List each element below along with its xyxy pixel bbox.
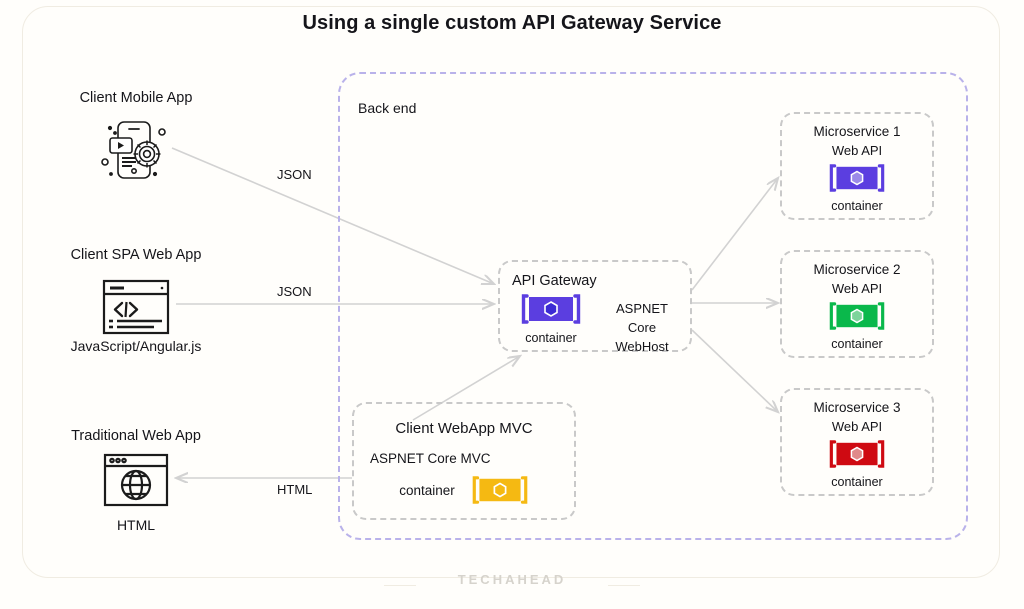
browser-code-icon: [100, 278, 172, 341]
microservice-1-title: Microservice 1: [813, 124, 901, 139]
backend-label: Back end: [358, 100, 417, 116]
browser-globe-icon: [101, 452, 171, 515]
api-gateway-runtime-line2: WebHost: [615, 338, 669, 354]
microservice-3-subtitle: Web API: [831, 418, 883, 434]
microservice-1-box[interactable]: Microservice 1 Web API container: [780, 112, 934, 220]
edge-label-mobile-json: JSON: [277, 167, 312, 182]
api-gateway-container-label: container: [525, 331, 577, 346]
microservice-3-container-label: container: [831, 475, 883, 490]
page-frame-border: [22, 6, 1000, 578]
microservice-2-subtitle: Web API: [831, 280, 883, 296]
client-webapp-mvc-title: Client WebApp MVC: [395, 420, 533, 437]
backend-boundary: [338, 72, 968, 540]
watermark-rule-right: [608, 585, 640, 586]
microservice-1-container-label: container: [831, 199, 883, 214]
container-icon-mvc: [471, 474, 529, 506]
client-spa-web-app-title: Client SPA Web App: [70, 247, 202, 263]
microservice-2-container-label: container: [831, 337, 883, 352]
edge-label-spa-json: JSON: [277, 284, 312, 299]
edge-label-html: HTML: [277, 482, 313, 497]
api-gateway-runtime-line1: ASPNET Core: [615, 301, 668, 335]
container-icon-microservice-1: [828, 164, 886, 193]
client-mobile-app-title: Client Mobile App: [79, 90, 193, 106]
container-icon-gateway: [520, 294, 582, 324]
client-spa-web-app-caption: JavaScript/Angular.js: [70, 338, 202, 354]
container-icon-microservice-2: [828, 302, 886, 331]
microservice-1-subtitle: Web API: [831, 142, 883, 158]
watermark-techahead: TECHAHEAD: [457, 572, 567, 587]
page-title: Using a single custom API Gateway Servic…: [302, 12, 722, 34]
traditional-web-app-title: Traditional Web App: [71, 428, 201, 444]
microservice-2-box[interactable]: Microservice 2 Web API container: [780, 250, 934, 358]
microservice-3-box[interactable]: Microservice 3 Web API container: [780, 388, 934, 496]
container-icon-microservice-3: [828, 440, 886, 469]
microservice-2-title: Microservice 2: [813, 262, 901, 277]
client-webapp-mvc-box[interactable]: Client WebApp MVC ASPNET Core MVC contai…: [352, 402, 576, 520]
microservice-3-title: Microservice 3: [813, 400, 901, 415]
client-webapp-mvc-subtitle: ASPNET Core MVC: [370, 450, 491, 466]
traditional-web-app-caption: HTML: [116, 517, 156, 533]
api-gateway-box[interactable]: API Gateway container ASPNET Core: [498, 260, 692, 354]
api-gateway-title: API Gateway: [512, 273, 597, 289]
mobile-phone-gear-icon: [96, 114, 176, 191]
watermark-rule-left: [384, 585, 416, 586]
client-webapp-mvc-container-label: container: [399, 482, 455, 498]
